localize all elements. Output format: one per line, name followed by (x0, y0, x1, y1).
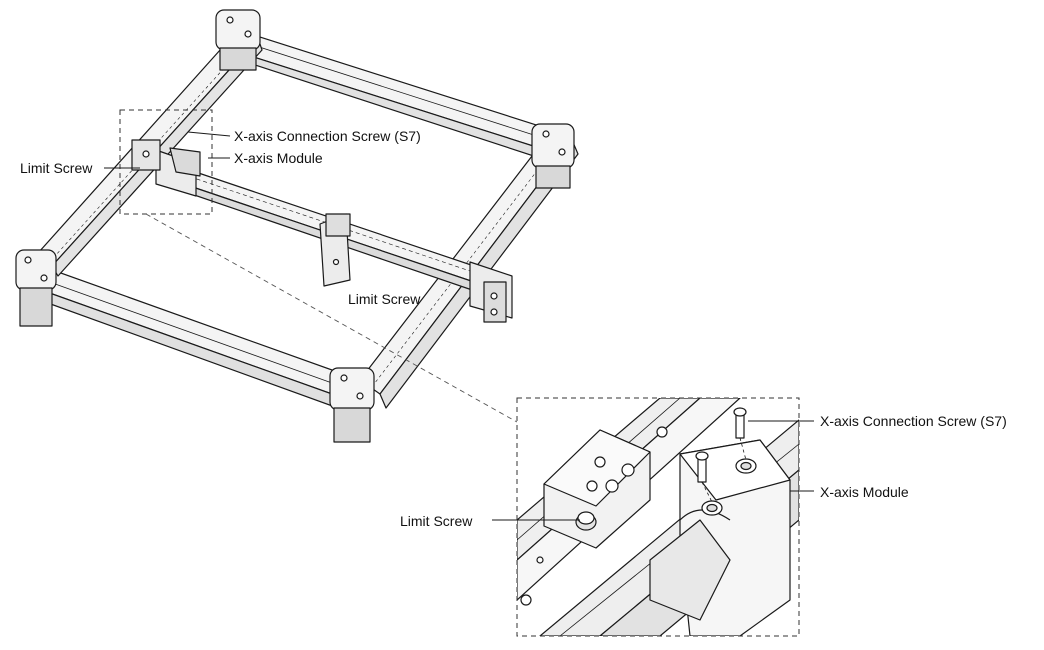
main-callout-leaders (104, 131, 231, 169)
corner-block-front-left (15, 249, 57, 327)
limit-screw-detail (575, 511, 597, 531)
detail-callout-leaders (492, 420, 814, 521)
label-limit-screw-main-left: Limit Screw (20, 160, 93, 176)
front-rail (29, 261, 361, 405)
detail-view (517, 398, 799, 636)
detail-leader-line (145, 213, 518, 423)
label-connection-screw-detail: X-axis Connection Screw (S7) (820, 413, 1007, 429)
corner-block-back-right (531, 123, 575, 189)
corner-block-back-left (215, 9, 261, 71)
x-axis-beam (159, 159, 481, 285)
label-connection-screw-main: X-axis Connection Screw (S7) (234, 128, 421, 144)
main-frame (15, 9, 579, 443)
corner-block-front-right (329, 367, 375, 443)
label-x-axis-module-detail: X-axis Module (820, 484, 909, 500)
label-limit-screw-detail: Limit Screw (400, 513, 473, 529)
label-limit-screw-main-right: Limit Screw (348, 291, 421, 307)
connection-screw-detail-2 (695, 451, 723, 516)
x-axis-module-right (469, 261, 513, 323)
x-axis-module-left (131, 139, 201, 197)
label-x-axis-module-main: X-axis Module (234, 150, 323, 166)
detail-box (516, 397, 800, 637)
connection-screw-detail-1 (733, 407, 757, 474)
detail-selection-box (119, 109, 213, 215)
laser-head (319, 213, 351, 287)
